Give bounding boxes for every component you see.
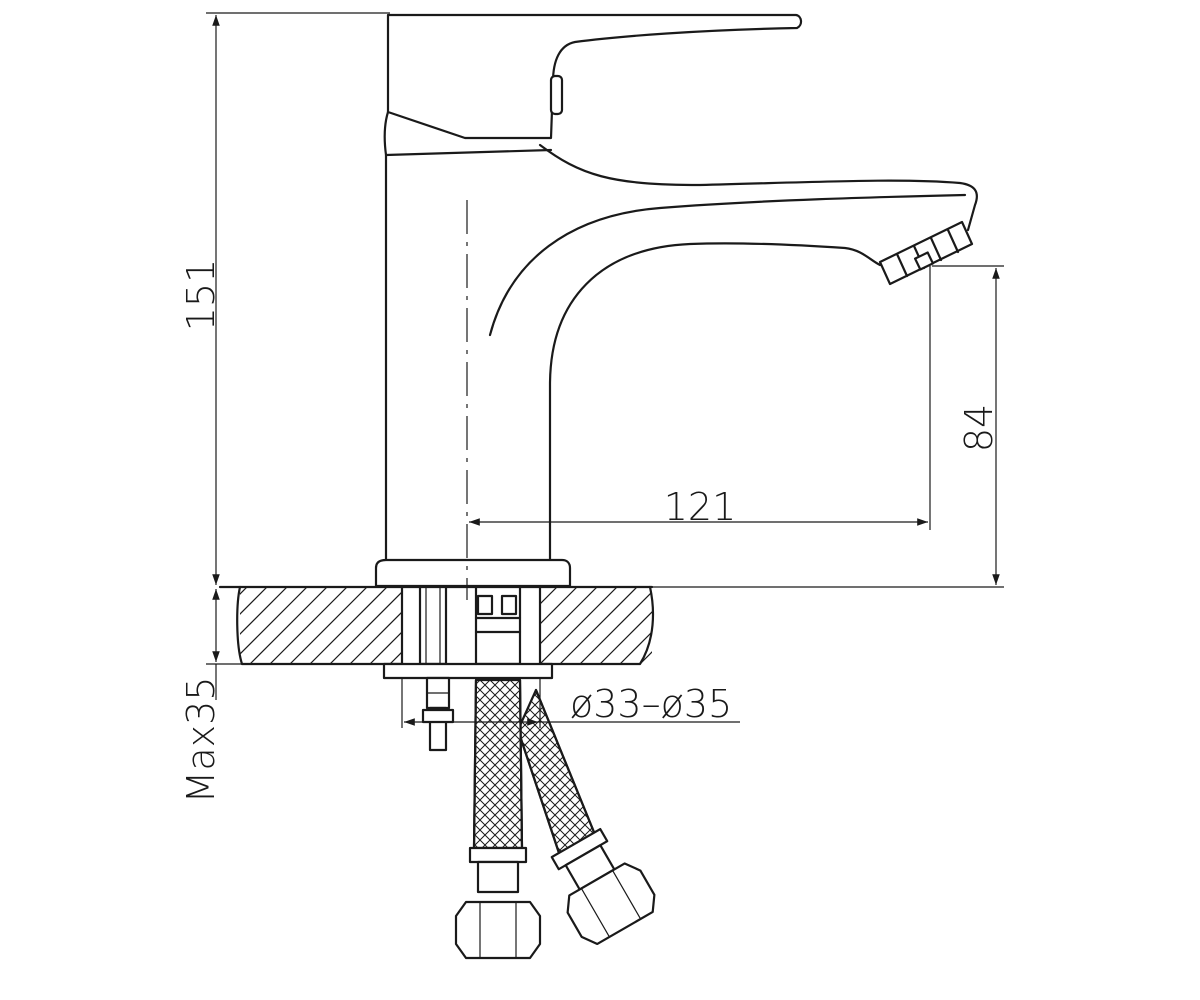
spout [538,143,978,232]
lever-handle [386,13,803,140]
dim-max-countertop: Max35 [179,677,223,804]
hose-nut-front [454,900,542,960]
mounting-hardware [382,585,554,752]
hose-nut-back [566,862,656,946]
base-ring [374,558,572,588]
fixing-plate [382,662,554,680]
dimension-lines [206,12,1004,728]
handle-pin [549,74,564,116]
dim-total-height: 151 [179,259,223,332]
dim-spout-height: 84 [957,404,1001,452]
countertop [218,585,655,666]
dim-hole-diameter: ø33–ø35 [570,682,732,726]
spout-inner-curve [488,193,967,337]
faucet-body [374,13,978,600]
spout-underside [548,242,882,562]
dim-spout-reach: 121 [664,485,737,529]
